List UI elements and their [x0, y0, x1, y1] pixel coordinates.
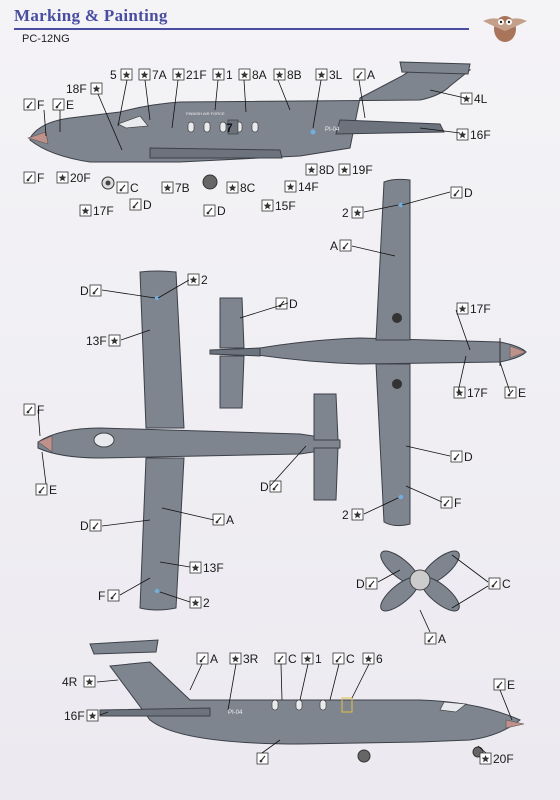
- callout-c-lower-1: C: [288, 652, 297, 666]
- callout-e-lower: E: [507, 678, 515, 692]
- callout-d-gear: D: [143, 198, 152, 212]
- callout-d-wing: D: [80, 519, 89, 533]
- callout-f-bottom: F: [37, 403, 44, 417]
- callout-f-bottom-wing: F: [98, 589, 105, 603]
- callout-8c: 8C: [240, 181, 256, 195]
- side-roundel-text-right: FINNISH AIR FORCE: [272, 690, 316, 695]
- side-view-left: FINNISH AIR FORCE PI-04 7: [27, 61, 472, 190]
- model-name: PC-12NG: [22, 33, 70, 45]
- callout-6: 6: [376, 652, 383, 666]
- callout-4l: 4L: [474, 92, 488, 106]
- callout-16f-lower: 16F: [64, 709, 85, 723]
- callout-a-lower: A: [210, 652, 218, 666]
- callout-20f: 20F: [70, 171, 91, 185]
- callout-d-lower-wing: D: [464, 450, 473, 464]
- door-number: 7: [226, 121, 233, 135]
- callout-2-top: 2: [342, 206, 349, 220]
- callouts-upper: 5 7A 21F 1 8A 8B 3L A 18F F E 4L 16F F 2…: [23, 68, 491, 218]
- callout-1-lower: 1: [315, 652, 322, 666]
- callouts-lower: A 3R C 1 C 6 4R 16F E 20F: [62, 652, 515, 766]
- callout-8d: 8D: [319, 163, 335, 177]
- callout-d-wingtip: D: [464, 186, 473, 200]
- callout-d-bottom-tip: D: [80, 284, 89, 298]
- callout-14f: 14F: [298, 180, 319, 194]
- callout-e-top-view: E: [518, 386, 526, 400]
- callout-2-bottom: 2: [201, 273, 208, 287]
- owl-logo-icon: [483, 16, 527, 42]
- callout-8b: 8B: [287, 68, 302, 82]
- callout-17f: 17F: [93, 204, 114, 218]
- callout-3l: 3L: [329, 68, 343, 82]
- callout-8a: 8A: [252, 68, 267, 82]
- title-rule: [14, 28, 469, 30]
- callout-c: C: [130, 181, 139, 195]
- callout-d-tailplane: D: [289, 297, 298, 311]
- callout-d-stab: D: [260, 480, 269, 494]
- callout-7b: 7B: [175, 181, 190, 195]
- callout-16f: 16F: [470, 128, 491, 142]
- callout-d-belly: D: [217, 204, 226, 218]
- callout-5: 5: [110, 68, 117, 82]
- callouts-propeller: D C A: [356, 554, 511, 646]
- callout-17f-b: 17F: [467, 386, 488, 400]
- callout-a-prop: A: [438, 632, 446, 646]
- page-title: Marking & Painting: [14, 6, 168, 25]
- callout-19f: 19F: [352, 163, 373, 177]
- side-roundel-text: FINNISH AIR FORCE: [186, 111, 225, 116]
- callout-18f: 18F: [66, 82, 87, 96]
- callout-a-bottom: A: [226, 513, 234, 527]
- callout-13f-low: 13F: [203, 561, 224, 575]
- top-view: [209, 178, 527, 527]
- callout-c-prop: C: [502, 577, 511, 591]
- callouts-top: D 2 A D 17F 17F E D 2 F: [239, 186, 526, 522]
- callout-17f-a: 17F: [470, 302, 491, 316]
- callout-3r: 3R: [243, 652, 259, 666]
- callout-d-prop: D: [356, 577, 365, 591]
- callout-4r: 4R: [62, 675, 78, 689]
- tail-code-right: PI-04: [228, 710, 243, 716]
- callout-f-top: F: [37, 98, 44, 112]
- bottom-view: [37, 270, 341, 611]
- callout-e-top: E: [66, 98, 74, 112]
- tail-code: PI-04: [325, 127, 340, 133]
- callout-7a: 7A: [152, 68, 167, 82]
- callout-f-top-view: F: [454, 496, 461, 510]
- callout-e-bottom: E: [49, 483, 57, 497]
- callout-20f-lower: 20F: [493, 752, 514, 766]
- callout-1: 1: [226, 68, 233, 82]
- callout-f-low: F: [37, 171, 44, 185]
- callout-c-lower-2: C: [346, 652, 355, 666]
- callout-2-bottom-low: 2: [203, 596, 210, 610]
- callouts-bottom: D 2 13F F E D D A 13F F 2: [23, 273, 307, 610]
- callout-13f-top: 13F: [86, 334, 107, 348]
- propeller-view: [380, 550, 460, 612]
- callout-2-lower: 2: [342, 508, 349, 522]
- side-view-right: FINNISH AIR FORCE PI-04: [89, 639, 525, 763]
- callout-15f: 15F: [275, 199, 296, 213]
- callout-a-top: A: [330, 239, 338, 253]
- callout-21f: 21F: [186, 68, 207, 82]
- callout-a: A: [367, 68, 375, 82]
